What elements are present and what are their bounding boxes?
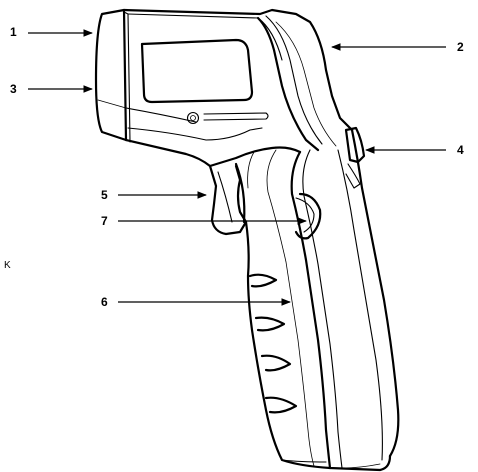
callout-label-2: 2 [457,40,464,54]
callout-label-7: 7 [101,214,108,228]
finger-ridge-4 [264,396,298,414]
head-shell [122,8,354,132]
side-button [344,126,366,164]
lcd-display [140,38,254,104]
laser-slot [203,112,269,121]
handle-back [350,128,400,458]
handle-grip [290,150,332,470]
callout-6: 6 [101,295,291,309]
callout-label-3: 3 [10,82,17,96]
callout-5: 5 [101,188,207,202]
thermometer-gun-icon [94,8,400,472]
callout-3: 3 [10,82,93,96]
battery-cover-latch [294,192,322,240]
finger-ridge-3 [260,354,292,372]
callout-label-5: 5 [101,188,108,202]
callout-label-1: 1 [10,25,17,39]
callout-4: 4 [365,143,464,157]
callout-7: 7 [101,214,307,228]
stray-text: K [4,260,11,271]
laser-emitter [186,111,200,125]
callout-1: 1 [10,25,93,39]
callout-2: 2 [331,40,464,54]
finger-ridge-1 [248,273,278,288]
callout-label-4: 4 [457,143,464,157]
finger-ridge-2 [254,316,286,332]
callout-label-6: 6 [101,295,108,309]
sensor-nose [94,8,128,142]
